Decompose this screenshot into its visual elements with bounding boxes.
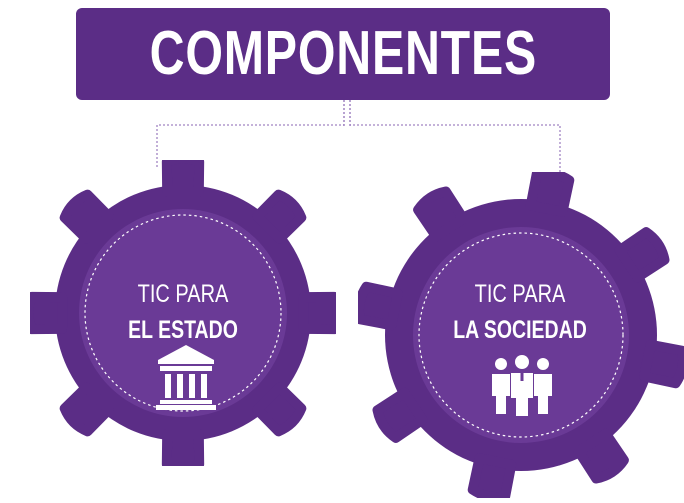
connector-left [156, 100, 345, 168]
gear-tooth [298, 291, 336, 335]
gear-tooth [59, 189, 114, 244]
people-group-icon [490, 354, 554, 416]
gear-tooth [573, 428, 629, 484]
gear-tooth [161, 160, 205, 198]
title-banner: COMPONENTES [76, 8, 610, 100]
gear-tooth [413, 186, 469, 242]
gear-tooth [614, 227, 670, 283]
gear-tooth [59, 382, 114, 437]
gear-tooth [161, 428, 205, 466]
component-right-line2: LA SOCIEDAD [453, 316, 587, 344]
gear-tooth [639, 339, 684, 389]
gear-left-shape [30, 160, 336, 466]
gear-tooth [467, 453, 517, 498]
connector-right [349, 100, 561, 180]
gear-tooth [30, 291, 68, 335]
gear-tooth [358, 281, 403, 331]
gear-tooth [372, 387, 428, 443]
connector-center [343, 100, 351, 126]
gear-tooth [525, 172, 575, 217]
gear-tooth [252, 189, 307, 244]
component-right-line1: TIC PARA [474, 280, 566, 308]
component-left-line2: EL ESTADO [128, 316, 238, 344]
government-building-icon [154, 342, 218, 412]
title: COMPONENTES [149, 19, 537, 88]
gear-tooth [252, 382, 307, 437]
gear-right-shape [358, 172, 684, 498]
gear-right [358, 172, 684, 498]
component-left-line1: TIC PARA [137, 280, 229, 308]
gear-left [30, 160, 336, 466]
